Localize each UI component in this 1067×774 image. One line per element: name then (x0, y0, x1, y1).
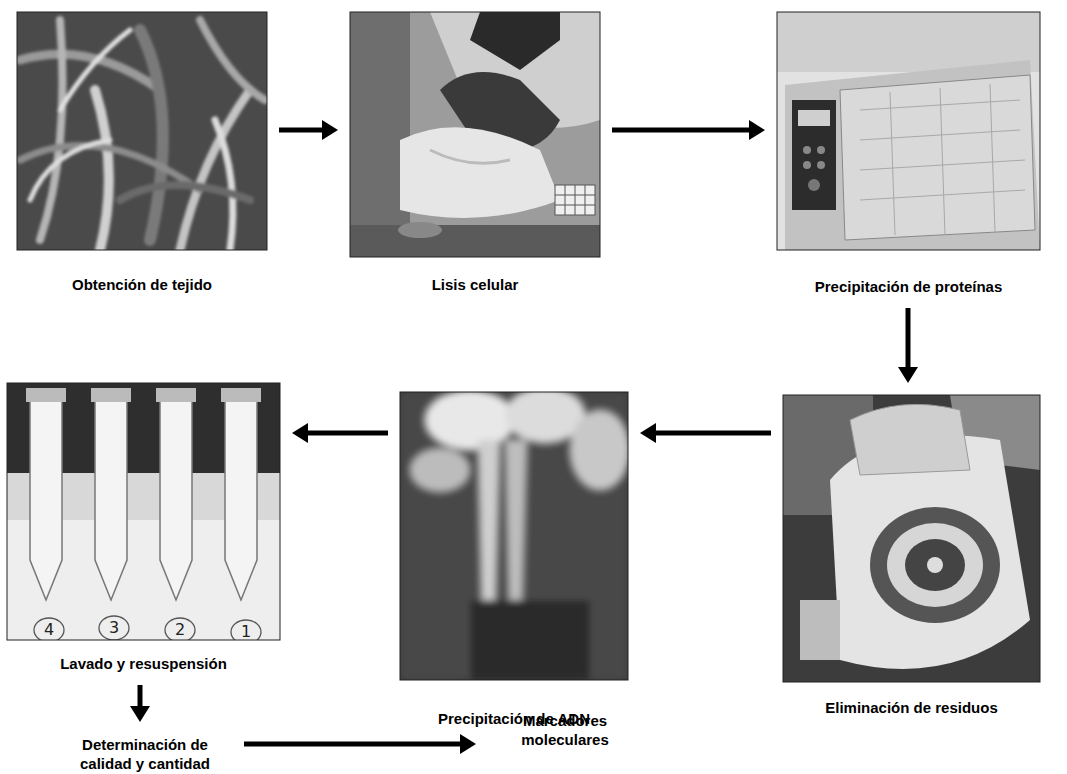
photo-step: Precipitación de proteínas (777, 12, 1040, 296)
photo-step: Eliminación de residuos (783, 395, 1040, 717)
step-caption: Lavado y resuspensión (60, 654, 227, 673)
photo-step: Lisis celular (350, 12, 600, 294)
arrow-head (460, 734, 476, 754)
step-caption: Marcadores moleculares (488, 711, 642, 749)
arrow-shaft (906, 308, 911, 369)
arrow-shaft (654, 431, 771, 436)
step-caption: Eliminación de residuos (825, 698, 998, 717)
arrow-head (322, 120, 338, 140)
step-caption: Precipitación de proteínas (815, 277, 1003, 296)
arrow-head (898, 367, 918, 383)
arrow-shaft (306, 431, 388, 436)
flow-arrow (279, 120, 338, 140)
arrow-shaft (244, 742, 462, 747)
photo-step: Precipitación de ADN (400, 392, 628, 728)
flow-arrow (612, 120, 765, 140)
text-step: Marcadores moleculares (488, 710, 642, 750)
centrifuge-photo (783, 395, 1040, 682)
arrow-shaft (138, 685, 143, 708)
arrow-shaft (279, 128, 324, 133)
arrow-shaft (612, 128, 751, 133)
arrow-head (749, 120, 765, 140)
arrow-head (130, 706, 150, 722)
flow-arrow (244, 734, 476, 754)
tube-number: 2 (175, 621, 185, 639)
text-step: Determinación de calidad y cantidad (58, 734, 232, 774)
lysis-photo (350, 12, 600, 257)
step-caption: Obtención de tejido (72, 275, 212, 294)
arrow-head (292, 423, 308, 443)
step-caption: Determinación de calidad y cantidad (58, 735, 232, 773)
step-caption: Lisis celular (432, 275, 519, 294)
tube-number: 4 (44, 621, 54, 639)
flow-arrow (898, 308, 918, 383)
arrow-head (640, 423, 656, 443)
photo-step: Obtención de tejido (17, 12, 267, 294)
tube-number: 1 (241, 623, 251, 641)
equipment-photo (777, 12, 1040, 250)
flow-arrow (292, 423, 388, 443)
tubes-hand-photo (400, 392, 628, 680)
tubes-rack-photo (7, 383, 280, 640)
flow-arrow (640, 423, 771, 443)
flow-arrow (130, 685, 150, 722)
tube-number: 3 (109, 619, 119, 637)
leaf-photo (17, 12, 267, 250)
